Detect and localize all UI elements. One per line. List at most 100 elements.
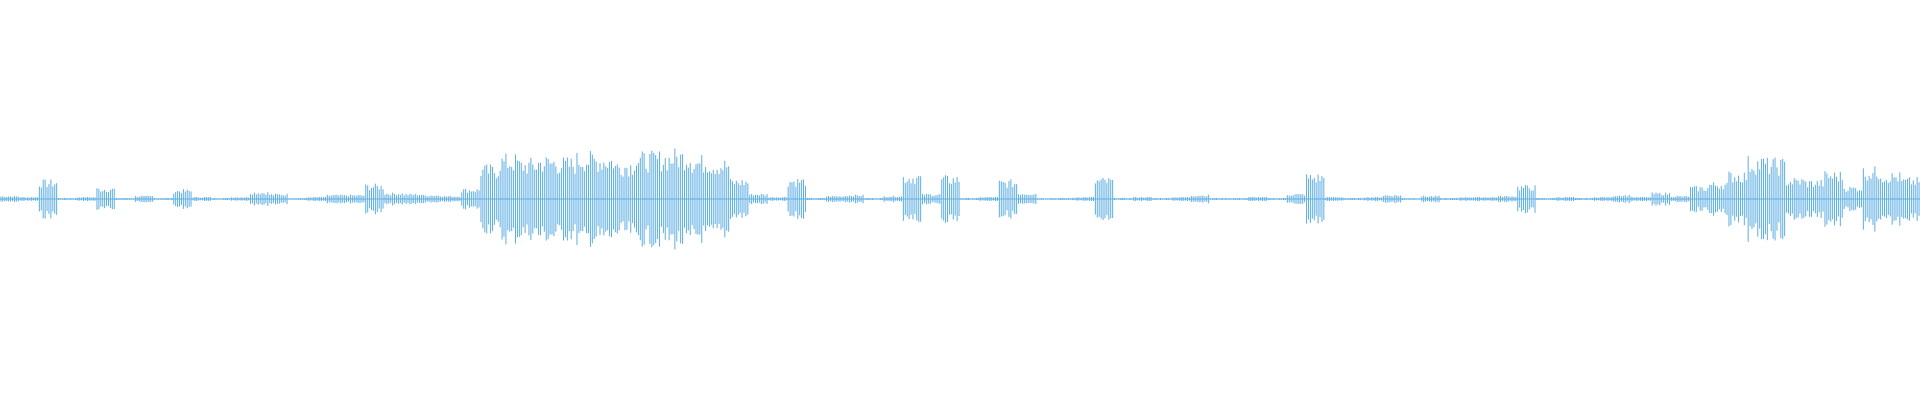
waveform-segment [960,197,979,201]
waveform-segment [1210,197,1229,201]
waveform-segment [230,197,250,201]
waveform-bars [0,148,1920,250]
waveform-segment [1114,197,1133,201]
waveform-segment [883,195,902,203]
waveform-segment [1478,196,1498,202]
waveform-segment [1037,198,1056,200]
waveform-segment [557,157,576,241]
waveform-segment [1824,171,1843,227]
waveform-segment [154,197,173,201]
waveform-segment [1363,196,1382,202]
waveform-segment [672,148,691,250]
waveform-segment [806,197,826,201]
waveform-segment [1190,194,1210,204]
waveform-segment [998,179,1018,219]
waveform-segment [1286,194,1306,204]
waveform-segment [346,194,365,204]
waveform-segment [845,194,864,204]
waveform-segment [1728,171,1747,227]
waveform-segment [979,196,998,202]
waveform-segment [634,150,653,248]
waveform-segment [499,153,518,245]
waveform-segment [1344,197,1363,201]
waveform-segment [1690,186,1709,212]
waveform-segment [134,195,154,203]
waveform-segment [1709,182,1728,216]
waveform-segment [250,192,269,206]
waveform-segment [1882,172,1901,226]
waveform-segment [384,192,403,206]
waveform-segment [864,197,883,201]
waveform-segment [1133,196,1152,202]
waveform-segment [1536,197,1555,201]
waveform-segment [1805,180,1824,218]
waveform-segment [787,179,806,219]
waveform-segment [1555,196,1574,202]
waveform-segment [1766,157,1786,241]
waveform-segment [173,189,192,209]
waveform-segment [0,195,19,203]
waveform-segment [115,197,134,201]
waveform-segment [1498,195,1517,203]
waveform-segment [461,188,480,210]
waveform-segment [1248,196,1267,202]
waveform-segment [691,155,710,243]
waveform-segment [1382,195,1402,203]
waveform-segment [1267,197,1286,201]
waveform-segment [595,160,614,238]
waveform-segment [1670,195,1690,203]
waveform-segment [1325,196,1344,202]
waveform-segment [1229,197,1248,201]
waveform-segment [614,164,634,234]
waveform-segment [1574,197,1594,201]
waveform-segment [1075,196,1094,202]
waveform-segment [826,196,845,202]
waveform-segment [902,176,922,222]
waveform-segment [518,157,538,241]
waveform-segment [1613,194,1632,204]
waveform-segment [710,160,730,238]
waveform-segment [538,157,557,241]
waveform-segment [403,193,422,205]
waveform-segment [1152,197,1171,201]
waveform-segment [1056,197,1075,201]
waveform-segment [1901,177,1920,221]
waveform-segment [442,195,461,203]
waveform-segment [192,196,211,202]
waveform-segment [1421,195,1440,203]
waveform-segment [77,196,96,202]
waveform-segment [326,194,346,204]
waveform-segment [1171,196,1190,202]
waveform-segment [1459,196,1478,202]
waveform-segment [211,197,230,201]
waveform-segment [1594,196,1613,202]
waveform-segment [1747,156,1766,242]
waveform-segment [307,196,326,202]
waveform-segment [1402,198,1421,200]
waveform-segment [1094,177,1114,221]
waveform-segment [38,179,58,219]
waveform-segment [1843,186,1862,212]
waveform-segment [1306,174,1325,224]
waveform-segment [288,197,307,201]
waveform-segment [269,193,288,205]
waveform-segment [365,183,384,215]
waveform-segment [653,151,672,247]
waveform-segment [730,179,749,219]
waveform-segment [58,197,77,201]
waveform-segment [576,151,595,247]
waveform-segment [422,194,442,204]
waveform-segment [1517,185,1536,213]
waveform-segment [1862,166,1882,232]
waveform-segment [749,193,768,205]
waveform-segment [96,188,115,210]
waveform-segment [1786,178,1805,220]
waveform-segment [768,197,787,201]
waveform-segment [480,164,499,234]
waveform-segment [1440,197,1459,201]
waveform-segment [1632,196,1651,202]
waveform-segment [1651,192,1670,206]
waveform-segment [922,193,941,205]
